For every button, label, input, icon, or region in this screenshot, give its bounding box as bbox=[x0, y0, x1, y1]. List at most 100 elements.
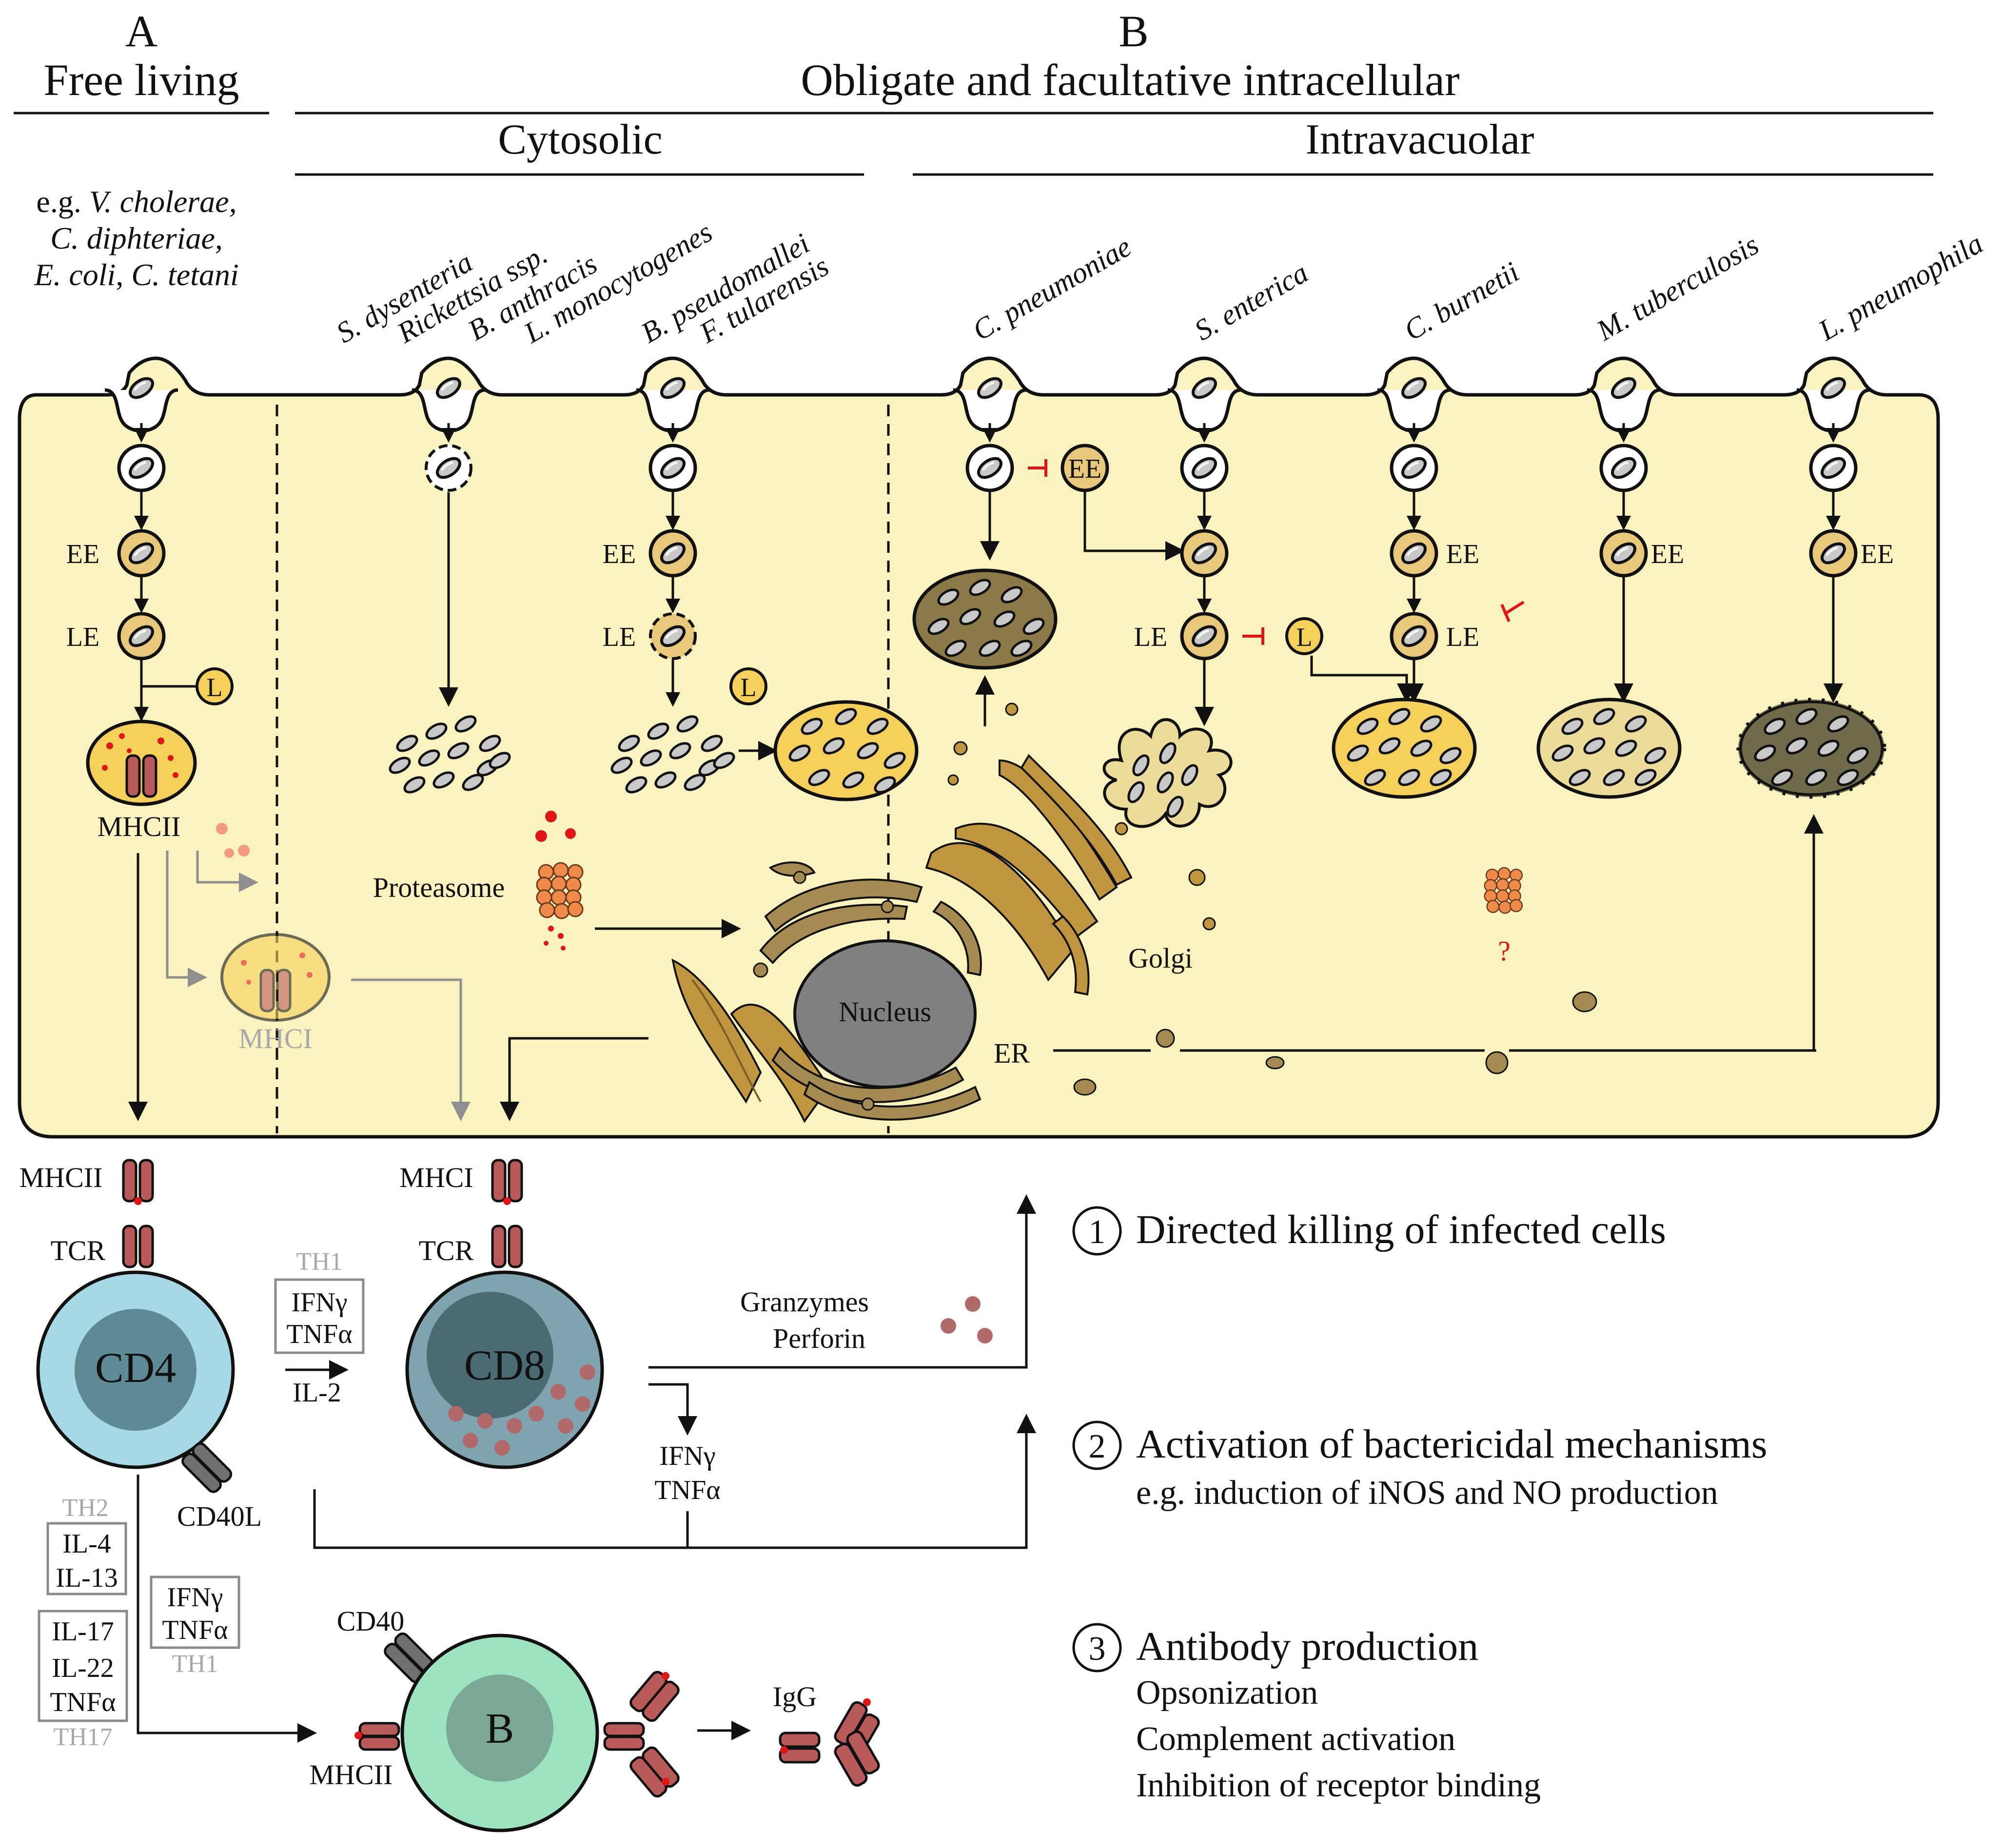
free-living-pathway bbox=[86, 423, 258, 1121]
cd8-cytokine-arrow bbox=[648, 1383, 697, 1436]
lysosome-a: L bbox=[196, 667, 234, 705]
outcome-1-number: 1 bbox=[1089, 1213, 1106, 1251]
tnfa-bottom: TNFα bbox=[162, 1615, 228, 1645]
il2-label: IL-2 bbox=[293, 1378, 341, 1408]
th17-label: TH17 bbox=[53, 1723, 112, 1751]
outcome-3-b: Complement activation bbox=[1136, 1720, 1455, 1758]
species-l-pneumophila: L. pneumophila bbox=[1813, 227, 1988, 347]
le-badge-a: LE bbox=[66, 622, 99, 652]
th1-cytokine-box-top bbox=[274, 1278, 365, 1354]
svg-text:L: L bbox=[207, 673, 223, 702]
golgi-apparatus bbox=[925, 702, 1216, 996]
killing-arrow bbox=[648, 1194, 1036, 1369]
th1-cytokine-box-bottom bbox=[150, 1576, 240, 1649]
cd8-granules bbox=[448, 1364, 595, 1456]
proteasome-m-tb bbox=[1484, 867, 1523, 914]
ee-label-m-tuberculosis: EE bbox=[1651, 539, 1684, 569]
example-line-3: E. coli, C. tetani bbox=[34, 257, 239, 292]
outcome-1-text: Directed killing of infected cells bbox=[1136, 1207, 1666, 1252]
species-s-enterica: S. enterica bbox=[1189, 256, 1314, 347]
outcome-3-a: Opsonization bbox=[1136, 1674, 1318, 1712]
svg-text:L: L bbox=[741, 673, 757, 702]
bcr-antibody bbox=[603, 1670, 681, 1799]
perforin-label: Perforin bbox=[773, 1323, 865, 1354]
cd40-label: CD40 bbox=[337, 1605, 405, 1637]
mhci-vesicle bbox=[220, 933, 331, 1022]
cd8-nucleus bbox=[427, 1292, 553, 1419]
example-line-1: e.g. V. cholerae, bbox=[36, 184, 236, 219]
cd4-label: CD4 bbox=[95, 1344, 176, 1392]
mhci-surface-label: MHCI bbox=[399, 1162, 473, 1193]
ee-badge-a: EE bbox=[66, 539, 99, 569]
cd40l-receptor bbox=[181, 1442, 233, 1493]
s-enterica-pathway bbox=[1102, 423, 1264, 828]
er-to-mhci-arrow bbox=[500, 1037, 648, 1121]
outcome-3: 3 Antibody production Opsonization Compl… bbox=[1072, 1623, 1541, 1804]
nucleus bbox=[793, 939, 977, 1089]
ee-badge-cyto: EE bbox=[603, 539, 636, 569]
th1-label-bottom: TH1 bbox=[172, 1650, 218, 1678]
il4-label: IL-4 bbox=[62, 1529, 111, 1559]
th2-cytokine-box bbox=[46, 1522, 127, 1595]
ee-label-c-burnetii: EE bbox=[1446, 539, 1479, 569]
th17-cytokine-box bbox=[38, 1610, 128, 1722]
lysosome-cyto: L bbox=[729, 667, 767, 705]
proteasome-label: Proteasome bbox=[373, 872, 505, 903]
b-cell-label: B bbox=[486, 1705, 514, 1752]
unknown-mark: ? bbox=[1498, 935, 1511, 967]
igg-label: IgG bbox=[773, 1681, 817, 1712]
svg-text:EE: EE bbox=[603, 539, 636, 569]
cytosol-escape-1 bbox=[388, 423, 512, 795]
cd40-receptor bbox=[384, 1632, 435, 1683]
b-cell-nucleus bbox=[446, 1674, 553, 1782]
svg-text:EE: EE bbox=[66, 539, 99, 569]
ee-label-l-pneumophila: EE bbox=[1861, 539, 1894, 569]
tnfa-top: TNFα bbox=[286, 1319, 352, 1349]
granzymes-label: Granzymes bbox=[740, 1286, 869, 1318]
outcome-1: 1 Directed killing of infected cells bbox=[1072, 1206, 1666, 1256]
mhci-arrow-grey bbox=[351, 978, 471, 1121]
golgi-label: Golgi bbox=[1128, 942, 1193, 974]
er-label: ER bbox=[994, 1037, 1030, 1069]
outcome-2-sub: e.g. induction of iNOS and NO production bbox=[1136, 1474, 1718, 1512]
ifng-bottom: IFNγ bbox=[167, 1582, 223, 1613]
tcr-label-cd4: TCR bbox=[51, 1235, 106, 1266]
le-label-c-burnetii: LE bbox=[1446, 622, 1479, 652]
intravacuolar-title: Intravacuolar bbox=[1305, 116, 1534, 163]
cytosol-escape-2 bbox=[609, 423, 919, 801]
cd4-nucleus bbox=[75, 1309, 196, 1431]
activation-arrow bbox=[313, 1414, 1036, 1549]
c-burnetii-pathway bbox=[1332, 423, 1477, 799]
igg-antibody bbox=[779, 1698, 881, 1788]
panel-b-letter: B bbox=[1119, 6, 1148, 56]
outcome-2: 2 Activation of bactericidal mechanisms … bbox=[1072, 1420, 1767, 1512]
le-label-s-enterica: LE bbox=[1134, 622, 1167, 652]
il22-label: IL-22 bbox=[52, 1653, 114, 1683]
mhcii-surface bbox=[123, 1160, 153, 1205]
outcome-2-text: Activation of bactericidal mechanisms bbox=[1136, 1421, 1767, 1467]
outcome-3-c: Inhibition of receptor binding bbox=[1136, 1767, 1541, 1804]
outcome-2-number: 2 bbox=[1089, 1428, 1106, 1465]
inhibition-c-burnetii bbox=[1500, 601, 1525, 622]
mhcii-b-label: MHCII bbox=[310, 1759, 393, 1790]
svg-text:LE: LE bbox=[603, 622, 636, 652]
panel-a-letter: A bbox=[125, 6, 157, 56]
tnfa-cd8: TNFα bbox=[654, 1475, 720, 1505]
ifng-cd8: IFNγ bbox=[660, 1441, 716, 1471]
tcr-label-cd8: TCR bbox=[419, 1235, 474, 1266]
th2-label: TH2 bbox=[62, 1494, 108, 1522]
il17-label: IL-17 bbox=[52, 1616, 114, 1647]
th1-label-top: TH1 bbox=[296, 1248, 342, 1276]
cytosolic-title: Cytosolic bbox=[498, 116, 662, 163]
example-line-2: C. diphteriae, bbox=[50, 221, 223, 255]
mhci-label-grey: MHCI bbox=[238, 1023, 312, 1054]
outcome-3-number: 3 bbox=[1089, 1630, 1106, 1668]
le-badge-cyto: LE bbox=[603, 622, 636, 652]
tnfa-th17: TNFα bbox=[50, 1687, 116, 1717]
host-cell-body bbox=[18, 356, 1940, 1139]
species-m-tuberculosis: M. tuberculosis bbox=[1591, 229, 1764, 347]
ee-label-c-pneumoniae: EE bbox=[1068, 454, 1101, 484]
c-pneumoniae-pathway bbox=[912, 423, 1185, 726]
ifng-top: IFNγ bbox=[292, 1287, 348, 1318]
proteasome bbox=[536, 862, 584, 919]
